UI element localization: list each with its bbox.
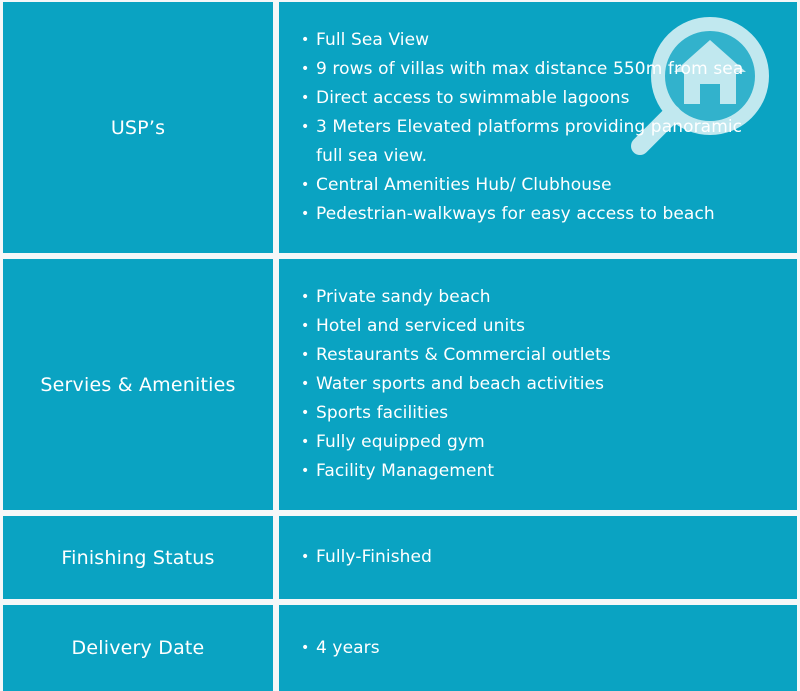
list-item: Central Amenities Hub/ Clubhouse xyxy=(301,171,756,200)
row-label-finishing: Finishing Status xyxy=(3,516,273,599)
delivery-list: 4 years xyxy=(279,634,380,663)
list-item: Fully-Finished xyxy=(301,543,432,572)
list-item: Fully equipped gym xyxy=(301,428,611,457)
list-item: Full Sea View xyxy=(301,26,756,55)
row-label-usp: USP’s xyxy=(3,2,273,253)
list-item: Water sports and beach activities xyxy=(301,370,611,399)
list-item: Facility Management xyxy=(301,457,611,486)
list-item: 3 Meters Elevated platforms providing pa… xyxy=(301,113,756,171)
row-value-delivery: 4 years xyxy=(279,605,797,691)
list-item: Restaurants & Commercial outlets xyxy=(301,341,611,370)
list-item: Sports facilities xyxy=(301,399,611,428)
row-label-services: Servies & Amenities xyxy=(3,259,273,510)
table-row-services: Servies & Amenities Private sandy beach … xyxy=(0,259,800,510)
list-item: Hotel and serviced units xyxy=(301,312,611,341)
list-item: Pedestrian-walkways for easy access to b… xyxy=(301,200,756,229)
table-row-usp: USP’s Full Sea View 9 rows of villas wit… xyxy=(0,2,800,253)
services-list: Private sandy beach Hotel and serviced u… xyxy=(279,283,611,486)
finishing-list: Fully-Finished xyxy=(279,543,432,572)
row-value-services: Private sandy beach Hotel and serviced u… xyxy=(279,259,797,510)
row-value-usp: Full Sea View 9 rows of villas with max … xyxy=(279,2,797,253)
list-item: 9 rows of villas with max distance 550m … xyxy=(301,55,756,84)
row-label-delivery: Delivery Date xyxy=(3,605,273,691)
list-item: 4 years xyxy=(301,634,380,663)
list-item: Private sandy beach xyxy=(301,283,611,312)
table-row-finishing: Finishing Status Fully-Finished xyxy=(0,516,800,599)
list-item: Direct access to swimmable lagoons xyxy=(301,84,756,113)
table-row-delivery: Delivery Date 4 years xyxy=(0,605,800,691)
row-value-finishing: Fully-Finished xyxy=(279,516,797,599)
usp-list: Full Sea View 9 rows of villas with max … xyxy=(279,26,756,229)
